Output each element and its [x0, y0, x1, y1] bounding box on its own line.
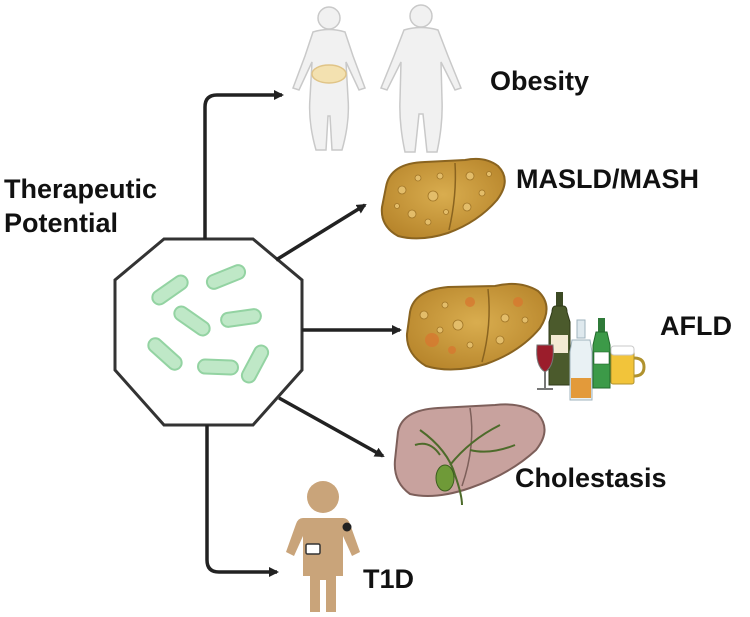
child-with-glucose-monitor-icon [286, 481, 360, 612]
arrow-to-cholestasis [278, 396, 385, 458]
alcohol-bottles-icon [536, 292, 646, 401]
target-label-afld: AFLD [660, 311, 732, 341]
title-line-2: Potential [4, 208, 119, 238]
bacterium [240, 344, 270, 384]
cholestatic-liver-icon [393, 403, 546, 506]
male-figure [380, 4, 462, 153]
bacteria-cluster [147, 264, 270, 384]
bacterium [197, 358, 239, 376]
arrow-to-masld [275, 203, 367, 262]
target-label-masld: MASLD/MASH [516, 164, 699, 194]
bacterium [220, 308, 262, 328]
bacterium [147, 337, 183, 371]
hub-octagon [113, 237, 304, 427]
title-line-1: Therapeutic [4, 174, 158, 204]
arrows [203, 90, 402, 577]
bacterium [205, 264, 247, 290]
glucose-sensor [342, 522, 352, 532]
female-figure [292, 6, 366, 151]
target-label-obesity: Obesity [490, 66, 590, 96]
human-figures-icon [292, 4, 462, 153]
target-label-t1d: T1D [363, 564, 415, 594]
bacterium [173, 305, 211, 337]
arrow-to-obesity [203, 90, 284, 239]
fatty-liver-icon [380, 157, 506, 240]
arrow-to-t1d [205, 425, 279, 577]
bacterium [151, 274, 189, 306]
gallbladder [435, 464, 455, 492]
target-label-cholestasis: Cholestasis [515, 463, 667, 493]
glucose-monitor [305, 543, 321, 555]
alcoholic-liver-icon [405, 282, 646, 401]
